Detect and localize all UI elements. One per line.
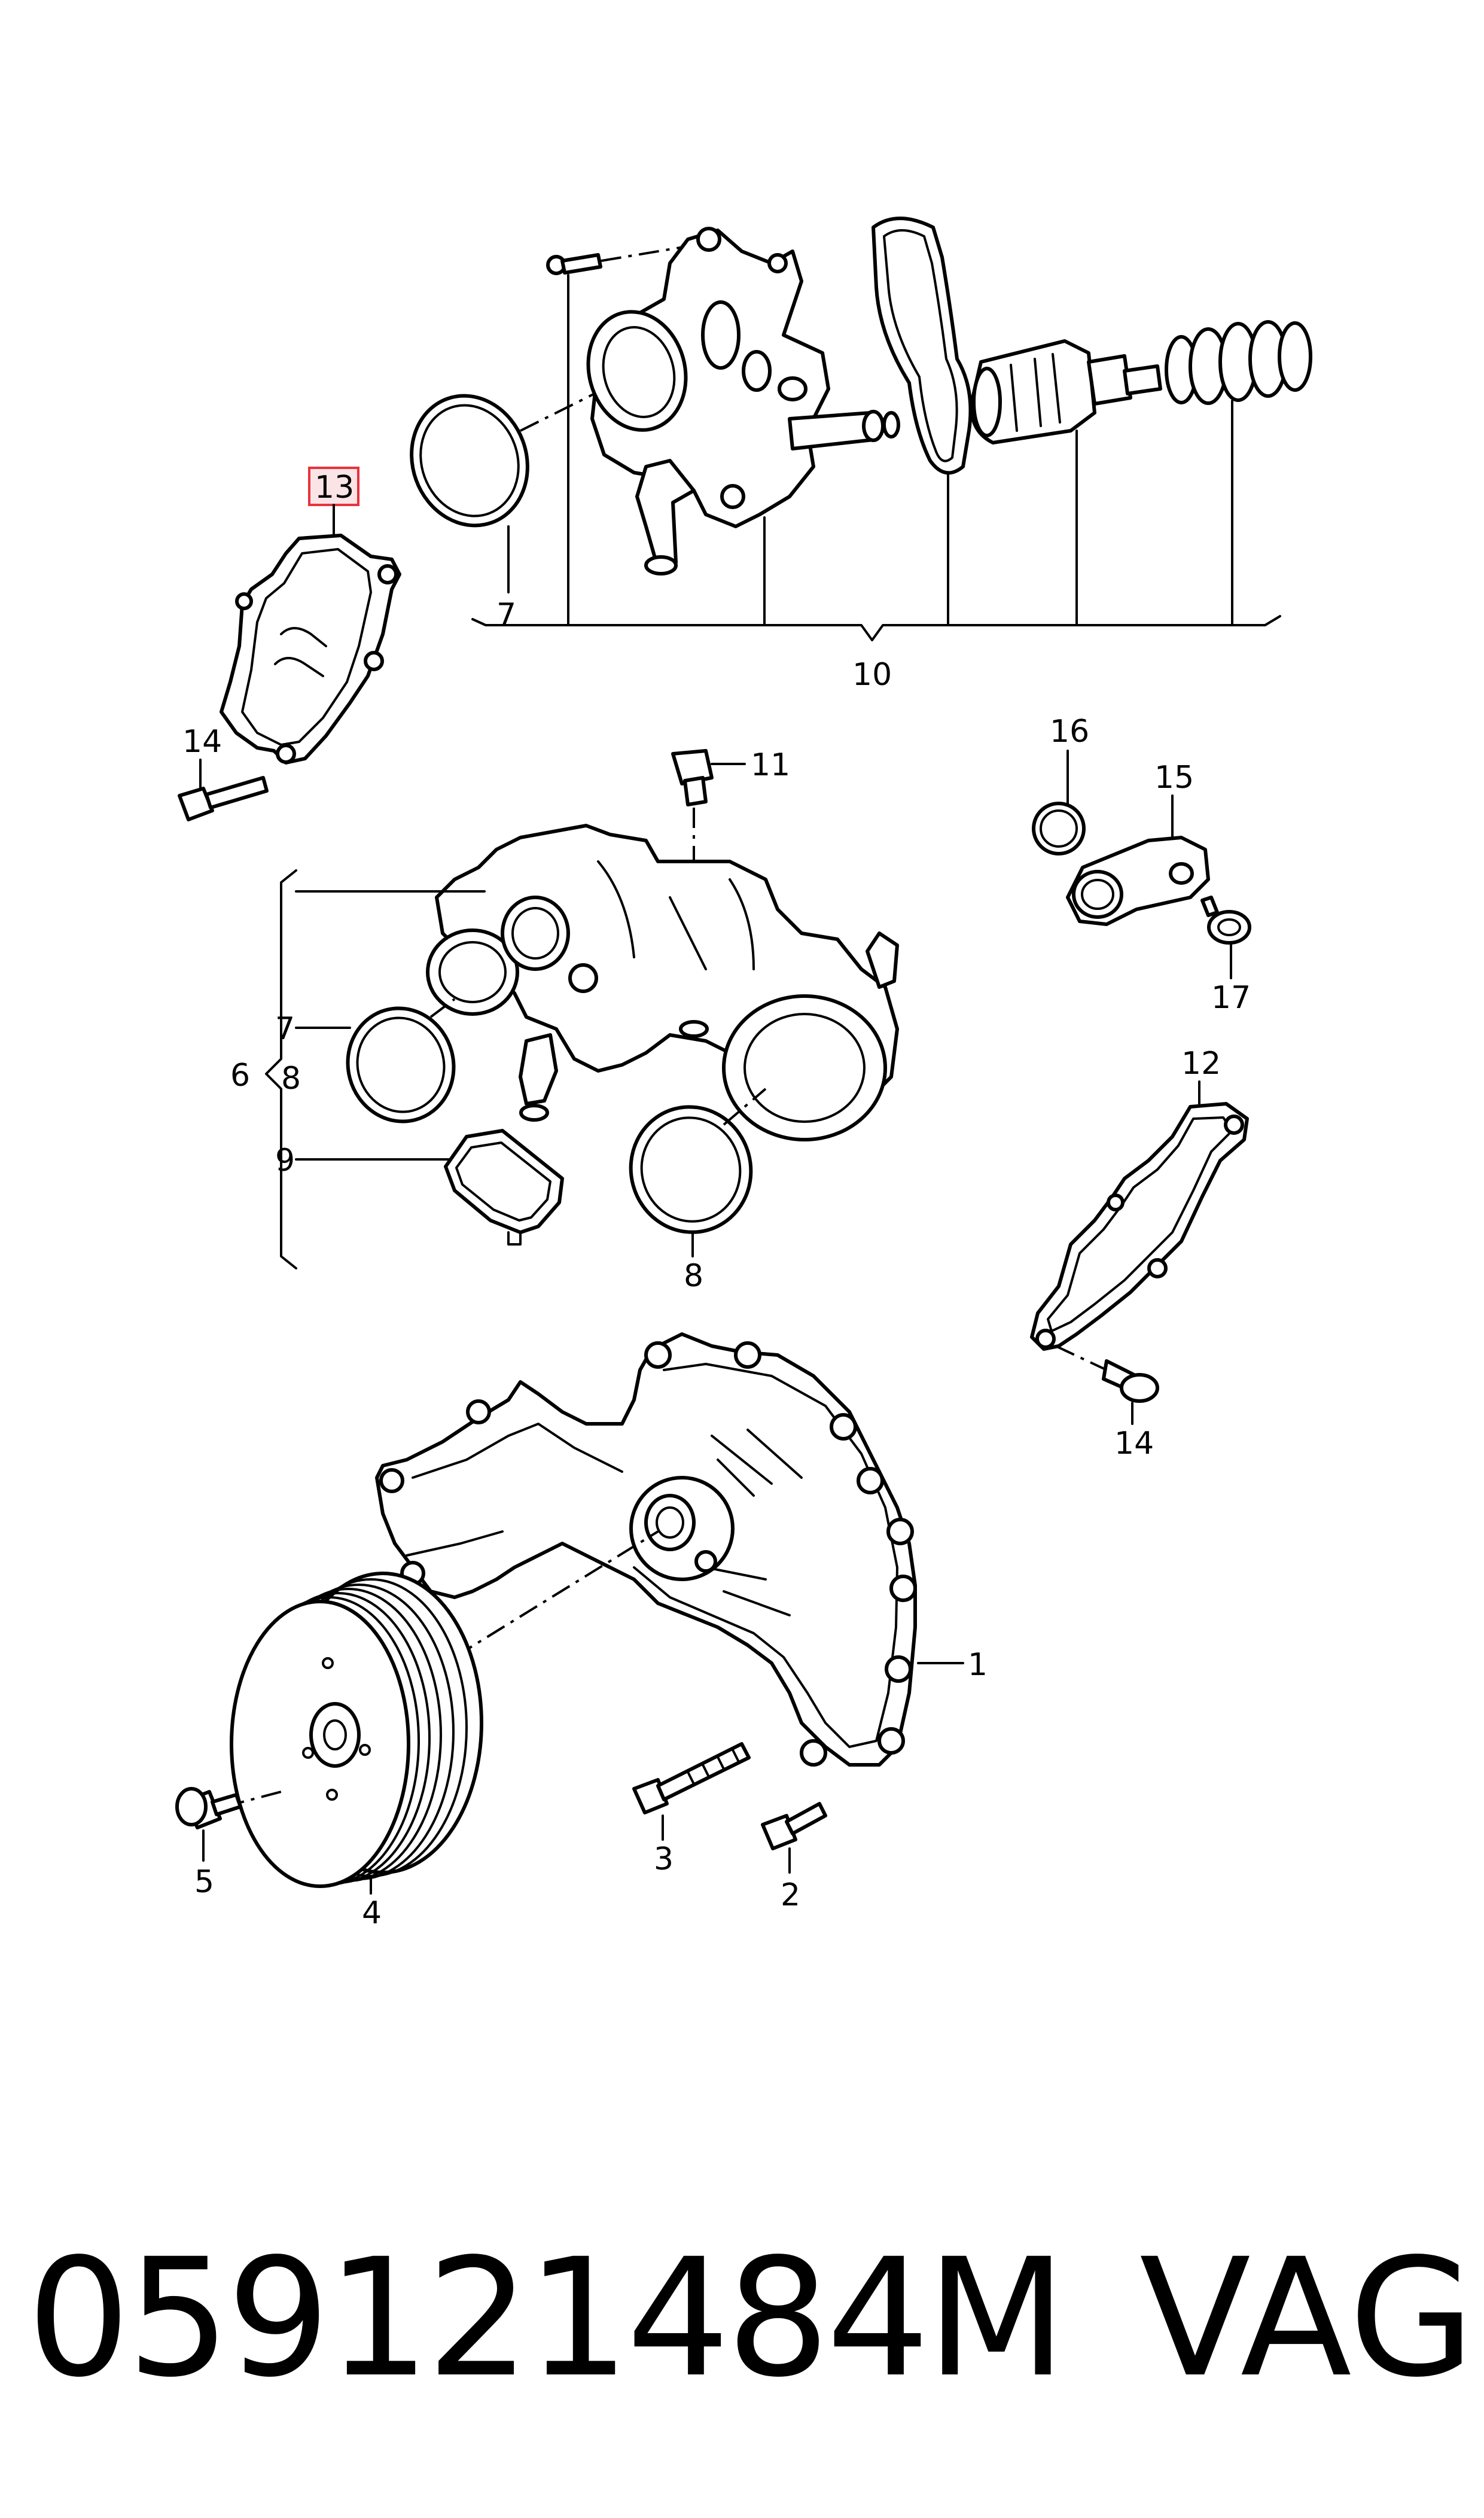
o-ring-7-mid — [346, 1006, 456, 1123]
part-number: 059121484M — [27, 2224, 1066, 2413]
bolt-11 — [671, 749, 714, 806]
callout-7-mid: 7 — [275, 1011, 295, 1047]
callout-9: 9 — [275, 1143, 295, 1179]
flange-15-group: 16 15 17 — [1032, 714, 1251, 1016]
bolt-5 — [175, 1787, 282, 1829]
callout-8-bottom: 8 — [684, 1258, 703, 1294]
callout-5: 5 — [194, 1864, 214, 1900]
cover-12-group: 12 14 — [1030, 1046, 1249, 1462]
coolant-housing-6 — [426, 824, 899, 1141]
callout-16: 16 — [1050, 714, 1089, 750]
bolt-2 — [761, 1802, 827, 1850]
thermostat-spring — [1165, 320, 1312, 405]
callout-2: 2 — [781, 1877, 800, 1913]
water-pump-1 — [375, 1332, 917, 1767]
callout-14-left: 14 — [182, 724, 222, 760]
thermostat-bolt — [546, 244, 694, 275]
water-pump-group: 1 4 5 — [175, 1332, 988, 1931]
callout-15: 15 — [1154, 760, 1194, 796]
thermostat-gasket — [871, 217, 973, 475]
callout-4: 4 — [362, 1895, 382, 1931]
bolt-3 — [632, 1742, 751, 1814]
cover-13 — [220, 534, 401, 765]
callout-1: 1 — [968, 1647, 988, 1683]
cover-12 — [1030, 1102, 1249, 1351]
thermostat-insert — [970, 339, 1162, 444]
pulley-4 — [230, 1572, 483, 1888]
o-ring-7-top — [410, 394, 529, 528]
callout-14-right: 14 — [1114, 1426, 1154, 1462]
seal-9 — [444, 1129, 564, 1234]
callout-10: 10 — [852, 657, 892, 693]
callout-13-highlight — [308, 467, 359, 506]
callout-11: 11 — [751, 747, 790, 783]
bolt-17 — [1200, 896, 1251, 945]
thermostat-housing — [586, 227, 900, 576]
cover-13-group: 13 14 — [178, 467, 401, 821]
callout-6: 6 — [230, 1058, 250, 1094]
callout-8-mid: 8 — [281, 1061, 301, 1097]
thermostat-housing-group: 7 10 — [410, 217, 1312, 693]
brand-name: VAG — [1139, 2224, 1475, 2413]
coolant-pipe-group: 11 7 8 — [230, 747, 899, 1294]
callout-3: 3 — [654, 1841, 674, 1877]
bolt-14-right — [1102, 1359, 1159, 1403]
callout-17: 17 — [1211, 980, 1251, 1016]
bolt-14-left — [178, 776, 269, 821]
o-ring-8 — [629, 1105, 753, 1234]
callout-7-top: 7 — [496, 597, 516, 633]
callout-13: 13 — [315, 470, 354, 506]
callout-12: 12 — [1181, 1046, 1221, 1082]
